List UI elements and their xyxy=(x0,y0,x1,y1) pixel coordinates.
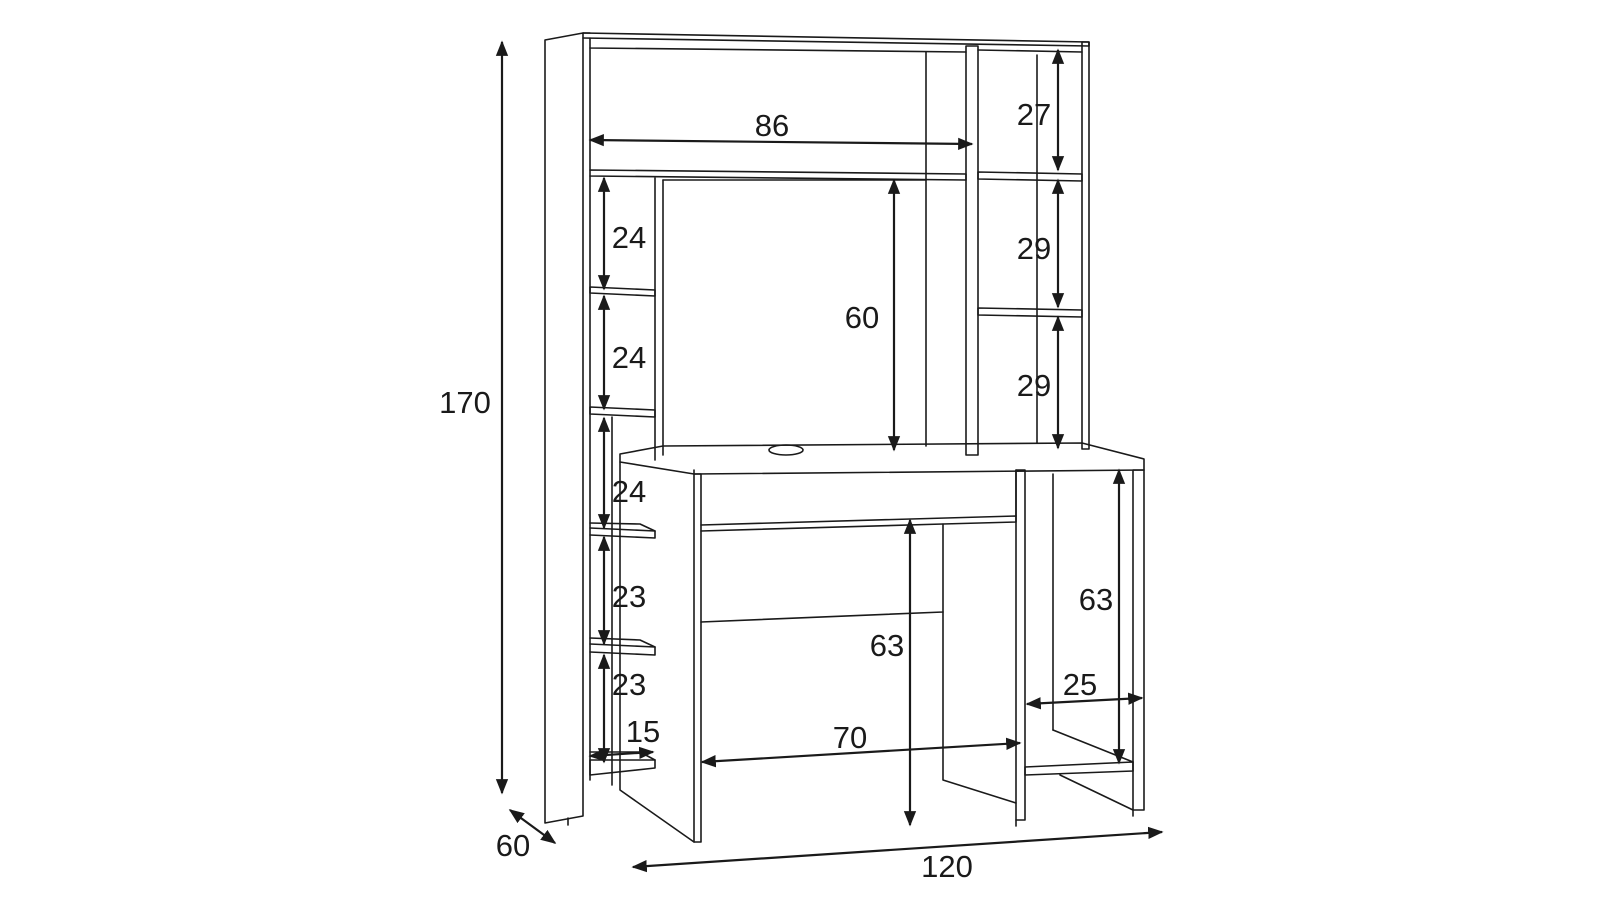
dim-label-top-shelf-width: 86 xyxy=(755,108,789,143)
dim-label-top-right-shelf: 27 xyxy=(1017,97,1051,132)
dimension-labels: 170 60 120 86 27 29 29 60 24 24 24 23 23… xyxy=(439,97,1113,884)
dim-line-knee-space-width xyxy=(700,737,1022,768)
dim-line-total-width xyxy=(631,826,1164,873)
dim-line-right-bay-width xyxy=(1025,692,1144,710)
dim-label-total-height: 170 xyxy=(439,385,491,420)
dim-label-right-shelf-upper: 29 xyxy=(1017,231,1051,266)
dim-label-left-shelf-1: 24 xyxy=(612,220,646,255)
dim-label-left-shelf-3: 24 xyxy=(612,474,646,509)
dim-line-left-shelf-depth xyxy=(588,746,655,762)
dimension-lines xyxy=(495,40,1164,873)
dim-label-right-bay-width: 25 xyxy=(1063,667,1097,702)
dim-label-left-shelf-depth: 15 xyxy=(626,714,660,749)
dim-line-top-shelf-width xyxy=(588,133,974,151)
dim-label-left-shelf-5: 23 xyxy=(612,667,646,702)
dim-line-depth xyxy=(508,809,557,844)
dim-label-desk-leg-height: 63 xyxy=(870,628,904,663)
dim-label-total-width: 120 xyxy=(921,849,973,884)
dim-label-monitor-bay: 60 xyxy=(845,300,879,335)
dim-label-right-shelf-lower: 29 xyxy=(1017,368,1051,403)
dim-label-left-shelf-2: 24 xyxy=(612,340,646,375)
dim-label-depth: 60 xyxy=(496,828,530,863)
dim-label-left-shelf-4: 23 xyxy=(612,579,646,614)
dim-label-knee-space-width: 70 xyxy=(833,720,867,755)
dim-label-right-bay-height: 63 xyxy=(1079,582,1113,617)
